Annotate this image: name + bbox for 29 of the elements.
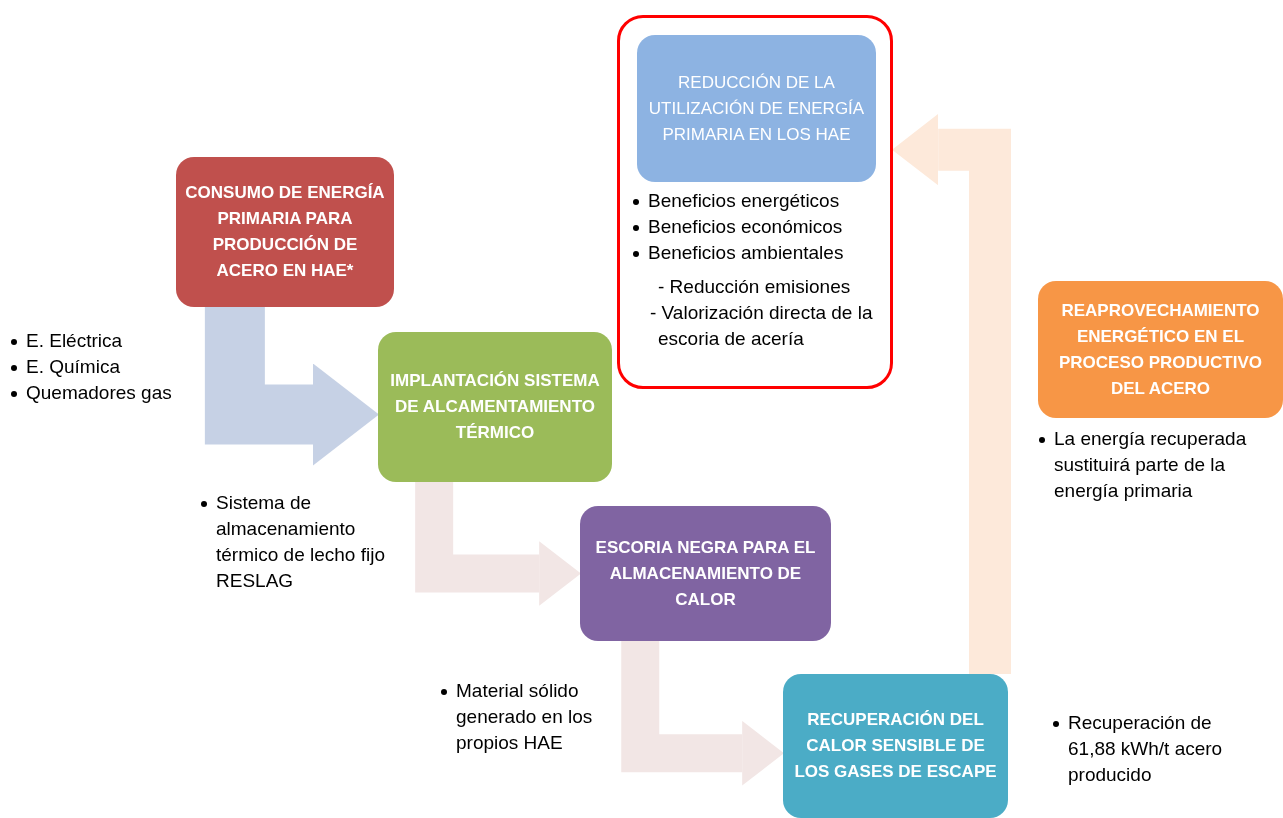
bullet-item: Material sólido generado en los propios HAE	[438, 678, 628, 756]
bullet-item: Sistema de almacenamiento térmico de lecho fijo RESLAG	[198, 490, 398, 594]
process-box	[637, 35, 876, 182]
bullet-item: Recuperación de 61,88 kWh/t acero producido	[1050, 710, 1250, 788]
box-label: RECUPERACIÓN DEL CALOR SENSIBLE DE LOS GASES DE ESCAPE	[793, 709, 998, 783]
bullet-item: Beneficios ambientales	[630, 240, 886, 266]
process-box	[580, 506, 831, 641]
process-box	[1038, 281, 1283, 418]
process-box	[783, 674, 1008, 818]
bullet-item: Beneficios energéticos	[630, 188, 886, 214]
bullet-item: E. Química	[8, 354, 203, 380]
process-box	[176, 157, 394, 307]
process-box	[378, 332, 612, 482]
outlined-group-box	[617, 15, 893, 389]
bullet-item: La energía recuperada sustituirá parte de la energía primaria	[1036, 426, 1283, 504]
box-label: ESCORIA NEGRA PARA EL ALMACENAMIENTO DE CALOR	[594, 536, 817, 611]
block-arrow	[415, 482, 581, 606]
box-label: REDUCCIÓN DE LA UTILIZACIÓN DE ENERGÍA PRIMARIA EN LOS HAE	[647, 71, 866, 146]
sub-item: - Reducción emisiones	[657, 275, 852, 299]
box-label: REAPROVECHAMIENTO ENERGÉTICO EN EL PROCESO PRODUCTIVO DEL ACERO	[1057, 299, 1264, 400]
sub-item: - Valorización directa de la escoria de acería	[649, 301, 874, 351]
block-arrow	[892, 113, 1011, 674]
box-label: CONSUMO DE ENERGÍA PRIMARIA PARA PRODUCCIÓN DE ACERO EN HAE*	[184, 182, 386, 282]
box-label: IMPLANTACIÓN SISTEMA DE ALCAMENTAMIENTO TÉRMICO	[389, 370, 601, 444]
block-arrow	[204, 307, 379, 466]
bullet-item: Beneficios económicos	[630, 214, 886, 240]
block-arrow	[621, 641, 784, 786]
bullet-item: E. Eléctrica	[8, 328, 203, 354]
bullet-item: Quemadores gas	[8, 380, 203, 406]
